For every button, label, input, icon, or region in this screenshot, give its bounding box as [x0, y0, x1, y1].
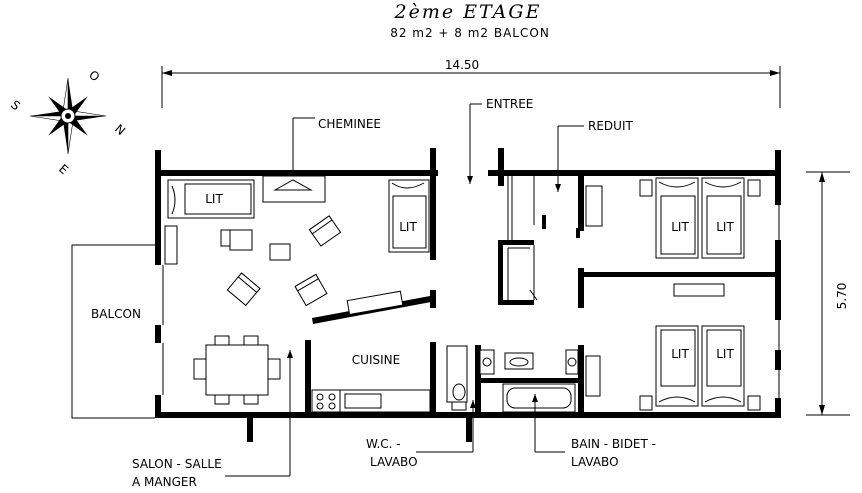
- hall-details: [507, 176, 580, 301]
- bed-label-living: LIT: [205, 192, 223, 206]
- bed-label-living-right: LIT: [399, 220, 417, 234]
- reduit-label: REDUIT: [588, 119, 633, 133]
- wc-room: [416, 345, 495, 453]
- height-label: 5.70: [835, 283, 849, 310]
- wc-label-line2: LAVABO: [370, 455, 418, 469]
- salon-label-line2: A MANGER: [132, 475, 197, 489]
- plan-title: 2ème ETAGE: [394, 1, 542, 23]
- living-furniture: LIT LIT: [164, 179, 430, 477]
- balcony: BALCON: [71, 244, 155, 419]
- entree-label: ENTREE: [486, 97, 533, 111]
- bain-label-line1: BAIN - BIDET -: [571, 437, 656, 451]
- bathroom: [502, 349, 579, 453]
- bedroom-bottom: LIT LIT: [585, 325, 761, 411]
- compass-n: N: [112, 122, 128, 138]
- balcon-label: BALCON: [91, 307, 141, 321]
- salon-label-line1: SALON - SALLE: [132, 457, 222, 471]
- wc-label-line1: W.C. -: [366, 437, 401, 451]
- bed-label-2: LIT: [716, 220, 734, 234]
- width-dimension: 14.50: [161, 58, 781, 108]
- bed-label-1: LIT: [671, 220, 689, 234]
- width-label: 14.50: [445, 58, 479, 72]
- compass-s: S: [8, 98, 23, 114]
- bain-label-line2: LAVABO: [571, 455, 619, 469]
- height-dimension: 5.70: [806, 171, 850, 416]
- cheminee-label: CHEMINEE: [318, 117, 381, 131]
- windows: [162, 205, 780, 398]
- compass-o: O: [86, 68, 102, 85]
- exterior-walls: [155, 150, 781, 442]
- plan-subtitle: 82 m2 + 8 m2 BALCON: [390, 26, 550, 40]
- bed-label-4: LIT: [716, 347, 734, 361]
- kitchen: CUISINE: [311, 353, 431, 413]
- compass-e: E: [56, 162, 71, 178]
- bedroom-top: LIT LIT: [585, 177, 761, 297]
- compass-rose-icon: O N S E: [8, 68, 128, 178]
- entree-annotation: ENTREE: [467, 97, 533, 184]
- bed-label-3: LIT: [671, 347, 689, 361]
- reduit-annotation: REDUIT: [555, 119, 633, 192]
- fireplace: [262, 117, 326, 203]
- cuisine-label: CUISINE: [352, 353, 400, 367]
